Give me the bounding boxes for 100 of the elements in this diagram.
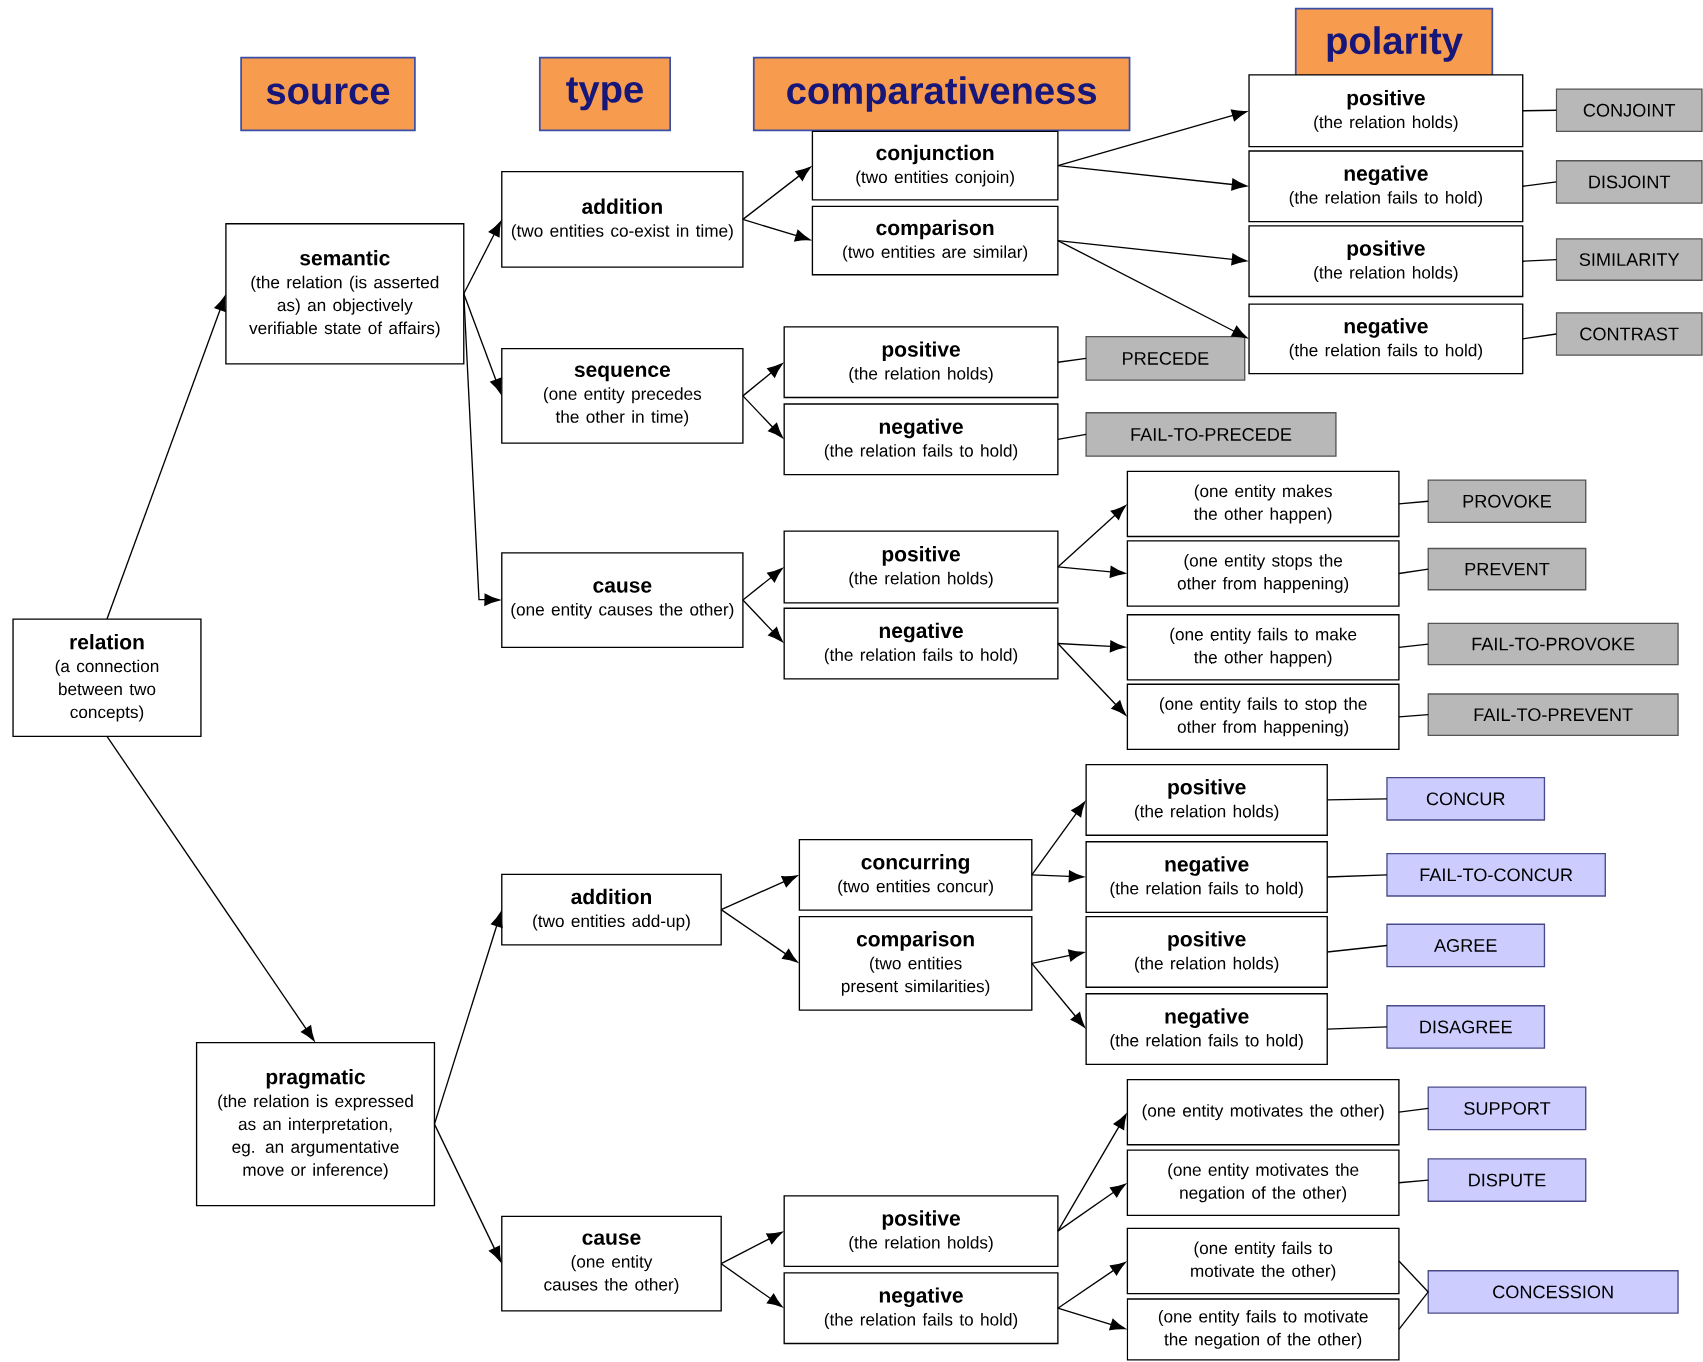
relation-tag: CONTRAST xyxy=(1555,312,1703,356)
arrow xyxy=(742,568,783,601)
relation-tag: AGREE xyxy=(1386,923,1546,968)
concept-box: negative (the relation fails to hold) xyxy=(783,607,1059,680)
connector-line xyxy=(1398,1107,1429,1113)
concept-box: negative (the relation fails to hold) xyxy=(1085,993,1328,1066)
concept-box: semantic (the relation (is asserted as) an objectively verifiable state of affairs) xyxy=(225,223,465,365)
concept-box: positive (the relation holds) xyxy=(1085,916,1328,988)
arrow xyxy=(1057,640,1126,653)
arrow xyxy=(106,295,226,620)
arrow xyxy=(1057,1261,1126,1309)
arrow xyxy=(1057,505,1126,568)
relation-tag: PREVENT xyxy=(1427,547,1587,591)
arrow xyxy=(1057,239,1247,266)
concept-box: negative (the relation fails to hold) xyxy=(1248,150,1524,223)
arrow xyxy=(720,1231,783,1265)
category-header: type xyxy=(538,56,671,132)
arrow xyxy=(1031,870,1085,883)
concept-box: (one entity fails to motivate the negation of the other) xyxy=(1126,1298,1400,1361)
arrow xyxy=(742,363,783,397)
arrow xyxy=(720,908,798,963)
arrow xyxy=(463,293,502,394)
concept-box: cause (one entity causes the other) xyxy=(501,552,744,648)
category-header: source xyxy=(240,56,416,132)
connector-line xyxy=(1326,1026,1388,1030)
connector-line xyxy=(1398,568,1429,575)
relation-tag: FAIL-TO-PREVENT xyxy=(1427,693,1679,736)
connector-line xyxy=(1522,258,1558,262)
concept-box: (one entity motivates the other) xyxy=(1126,1078,1400,1146)
arrow xyxy=(1057,565,1126,578)
relation-tag: CONCESSION xyxy=(1427,1270,1679,1314)
concept-box: (one entity fails to make the other happen) xyxy=(1126,614,1400,681)
concept-box: (one entity fails to motivate the other) xyxy=(1126,1227,1400,1295)
arrow xyxy=(1031,949,1085,965)
connector-line xyxy=(1522,109,1558,112)
arrow xyxy=(742,599,783,643)
arrow xyxy=(463,293,500,606)
connector-line xyxy=(1398,1291,1429,1331)
concept-box: sequence (one entity precedes the other in time) xyxy=(501,348,744,444)
connector-line xyxy=(1398,1260,1429,1293)
relation-tag: SUPPORT xyxy=(1427,1086,1587,1131)
connector-line xyxy=(1398,1179,1429,1184)
concept-box: addition (two entities co-exist in time) xyxy=(501,170,744,268)
connector-line xyxy=(1326,874,1388,878)
relation-tag: CONJOINT xyxy=(1555,88,1703,133)
connector-line xyxy=(1057,357,1087,363)
relation-tag: DISAGREE xyxy=(1386,1005,1546,1049)
concept-box: relation (a connection between two concepts) xyxy=(12,618,202,738)
category-header: polarity xyxy=(1294,7,1494,81)
category-header: comparativeness xyxy=(752,56,1131,132)
arrow xyxy=(463,221,502,295)
arrow xyxy=(433,1123,502,1262)
concept-box: negative (the relation fails to hold) xyxy=(783,403,1059,476)
arrow xyxy=(433,911,503,1125)
arrow xyxy=(1057,239,1248,339)
arrow xyxy=(742,166,811,221)
concept-box: comparison (two entities are similar) xyxy=(811,205,1059,276)
arrow xyxy=(742,395,783,439)
arrow xyxy=(720,1263,783,1308)
concept-box: (one entity motivates the negation of the other) xyxy=(1126,1149,1400,1217)
relation-tag: DISPUTE xyxy=(1427,1158,1587,1202)
arrow xyxy=(1057,1113,1127,1232)
concept-box: (one entity stops the other from happening) xyxy=(1126,540,1400,607)
concept-box: positive (the relation holds) xyxy=(783,530,1059,604)
concept-box: concurring (two entities concur) xyxy=(798,838,1033,911)
concept-box: negative (the relation fails to hold) xyxy=(1085,841,1328,913)
connector-line xyxy=(1326,944,1388,953)
arrow xyxy=(1057,1183,1126,1232)
arrow xyxy=(1057,165,1247,191)
relation-tag: CONCUR xyxy=(1386,777,1546,821)
concept-box: positive (the relation holds) xyxy=(783,326,1059,399)
concept-box: (one entity makes the other happen) xyxy=(1126,470,1400,538)
relation-tag: FAIL-TO-PRECEDE xyxy=(1085,412,1337,457)
concept-box: comparison (two entities present similarities) xyxy=(798,916,1033,1011)
arrow xyxy=(1057,642,1127,716)
concept-box: (one entity fails to stop the other from happening) xyxy=(1126,683,1400,751)
connector-line xyxy=(1398,643,1429,648)
concept-box: pragmatic (the relation is expressed as an interpretation, eg. an argumentative move or inference) xyxy=(195,1042,436,1207)
arrow xyxy=(720,875,798,911)
concept-box: addition (two entities add-up) xyxy=(501,873,722,946)
concept-box: negative (the relation fails to hold) xyxy=(1248,303,1524,375)
relation-tag: DISJOINT xyxy=(1555,160,1703,204)
relation-tag: FAIL-TO-PROVOKE xyxy=(1427,622,1679,666)
concept-box: positive (the relation holds) xyxy=(783,1195,1059,1268)
connector-line xyxy=(1522,181,1558,187)
concept-box: positive (the relation holds) xyxy=(1085,763,1328,836)
connector-line xyxy=(1057,433,1087,441)
concept-box: conjunction (two entities conjoin) xyxy=(811,130,1059,201)
arrow xyxy=(1031,801,1086,876)
relation-tag: SIMILARITY xyxy=(1555,238,1703,281)
relation-tag: PROVOKE xyxy=(1427,479,1587,524)
arrow xyxy=(1031,962,1086,1028)
arrow xyxy=(106,735,315,1042)
connector-line xyxy=(1398,714,1429,718)
connector-line xyxy=(1326,798,1388,801)
arrow xyxy=(1057,1307,1126,1331)
arrow xyxy=(1057,109,1248,167)
relation-tag: PRECEDE xyxy=(1085,336,1246,381)
connector-line xyxy=(1522,333,1558,340)
concept-box: positive (the relation holds) xyxy=(1248,74,1524,148)
